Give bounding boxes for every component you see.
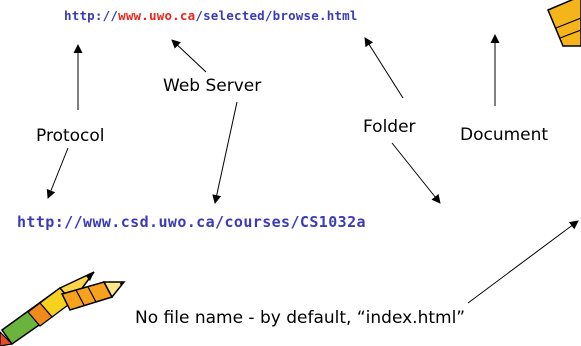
arrow-note-up [467,220,579,304]
course-url: http://www.csd.uwo.ca/courses/CS1032a [17,213,366,231]
arrow-protocol-down [46,147,69,199]
url-server: www.uwo.ca [118,8,196,23]
arrow-server-down [212,101,238,204]
default-file-note: No file name - by default, “index.html” [135,308,466,328]
protocol-label: Protocol [36,126,105,146]
folder-label: Folder [363,117,416,137]
pencil-corner-icon [547,0,581,47]
arrow-folder-up [364,37,404,99]
web-server-label: Web Server [163,76,262,96]
arrow-folder-down [391,142,441,204]
document-label: Document [460,125,549,145]
url-protocol: http:// [64,8,119,23]
arrow-server-up [171,39,207,73]
pencil-clipart-icon [0,271,126,346]
url-path: /selected/browse.html [195,8,358,23]
example-url: http://www.uwo.ca/selected/browse.html [64,8,358,23]
